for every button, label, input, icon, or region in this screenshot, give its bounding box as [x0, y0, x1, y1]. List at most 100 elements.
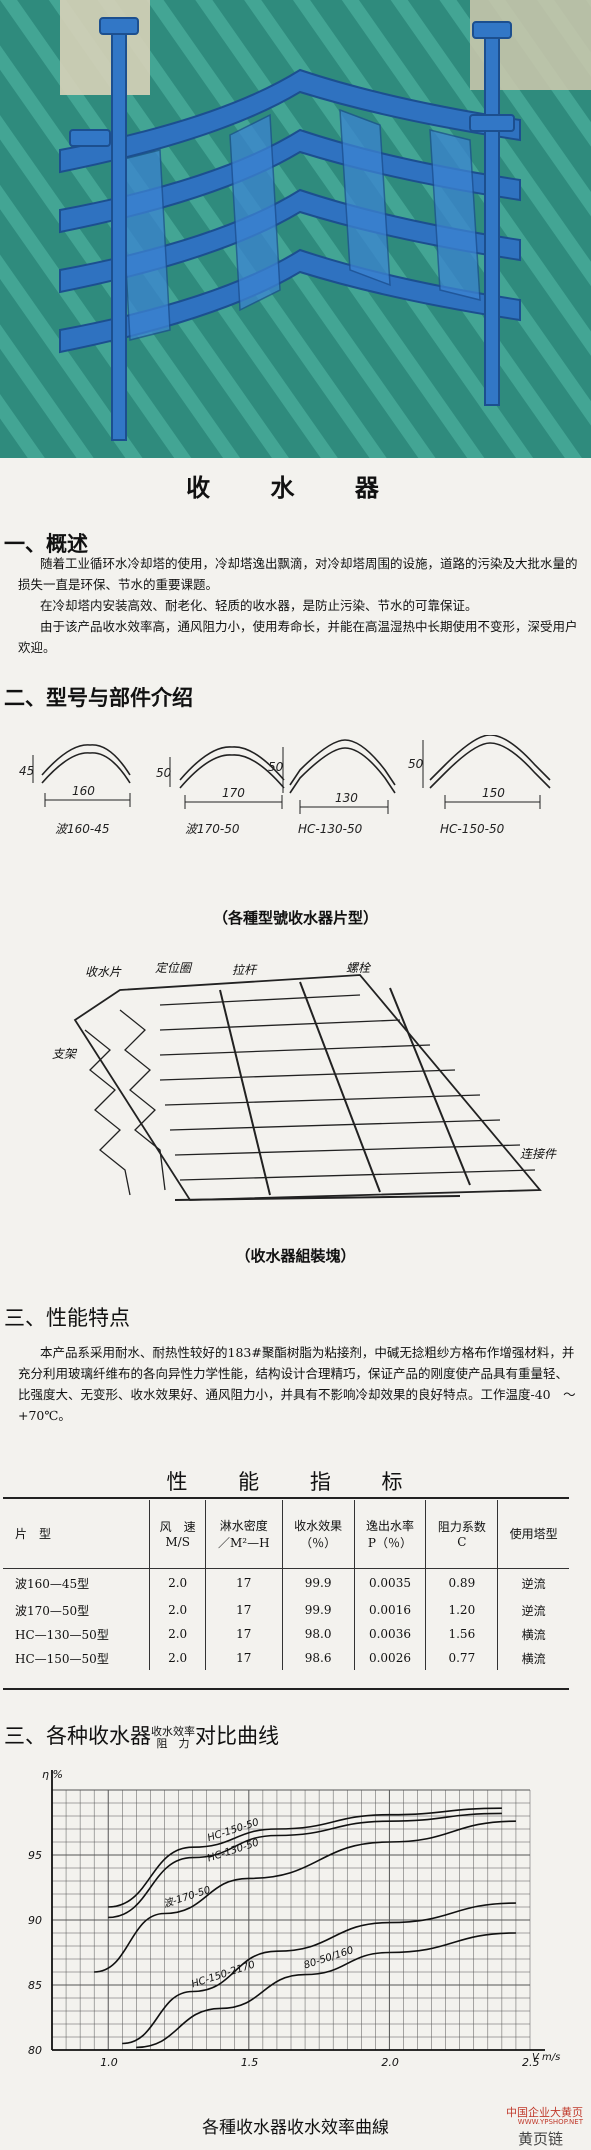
- header-cell: 片 型: [3, 1500, 150, 1569]
- assembly-drawing: 收水片 定位圈 拉杆 螺栓 支架 连接件: [52, 961, 557, 1201]
- y-tick-label: 90: [28, 1914, 42, 1927]
- series-line: [136, 1932, 516, 2049]
- table-cell: 98.6: [281, 1646, 355, 1670]
- table-cell: 逆流: [497, 1568, 569, 1598]
- document-title: 收 水 器: [186, 473, 405, 502]
- table-cell: 0.0035: [353, 1568, 426, 1598]
- x-tick-label: 2.5: [522, 2056, 540, 2069]
- profile-dim-height: 50: [408, 757, 424, 771]
- heading-stack: 收水效率阻 力: [151, 1724, 195, 1750]
- heading-stack-bottom: 阻: [156, 1736, 168, 1750]
- series-line: [122, 1902, 516, 2045]
- table-cell: 波160—45型: [15, 1576, 90, 1591]
- chart-labels: HC-150-50HC-130-50波-170-50HC-150-217080-…: [162, 1817, 355, 1990]
- series-label: 波-170-50: [162, 1884, 212, 1911]
- y-tick-label: 95: [28, 1849, 42, 1862]
- profile-dim-height: 50: [156, 766, 172, 780]
- table-cell: 横流: [497, 1646, 569, 1670]
- table-cell: 2.0: [149, 1646, 206, 1670]
- label-positioner: 定位圈: [155, 961, 193, 975]
- table-row: HC—130—50型 2.0 17 98.0 0.0036 1.56 横流: [3, 1622, 569, 1646]
- table-bottom-rule: [3, 1688, 569, 1690]
- section-heading-models: 二、型号与部件介绍: [4, 685, 193, 710]
- table-cell: 0.0016: [353, 1598, 426, 1622]
- table-row: 波160—45型 2.0 17 99.9 0.0035 0.89 逆流: [3, 1568, 569, 1598]
- table-cell: 17: [204, 1622, 283, 1646]
- x-tick-label: 1.0: [100, 2056, 118, 2069]
- profile-dim-width: 150: [482, 786, 505, 800]
- y-axis-label: η %: [42, 1768, 63, 1781]
- header-cell: 收水效果（％）: [281, 1500, 355, 1569]
- table-cell: 1.20: [425, 1598, 498, 1622]
- x-tick-label: 1.5: [241, 2056, 259, 2069]
- label-connector: 连接件: [520, 1147, 557, 1161]
- table-cell: 0.0026: [353, 1646, 426, 1670]
- table-cell: 波170—50型: [15, 1603, 90, 1618]
- heading-part: 对比曲线: [195, 1724, 279, 1748]
- chart-axes: [51, 1770, 545, 2051]
- table-cell: 2.0: [149, 1598, 206, 1622]
- series-line: [108, 1807, 502, 1908]
- features-text: 本产品系采用耐水、耐热性较好的183#聚酯树脂为粘接剂，中碱无捻粗纱方格布作增强…: [18, 1342, 578, 1426]
- overview-text: 随着工业循环水冷却塔的使用，冷却塔逸出飘滴，对冷却塔周围的设施，道路的污染及大批…: [18, 553, 578, 658]
- profile-label: 波170-50: [185, 822, 240, 836]
- table-cell: HC—150—50型: [15, 1651, 109, 1666]
- profile-label: HC-150-50: [440, 822, 505, 836]
- section-heading-curves: 三、各种收水器收水效率阻 力对比曲线: [4, 1720, 279, 1750]
- label-nut: 螺栓: [346, 961, 372, 975]
- x-tick-label: 2.0: [381, 2056, 399, 2069]
- watermark-brand: 黄页链: [517, 2130, 563, 2148]
- table-cell: 0.0036: [353, 1622, 426, 1646]
- y-tick-label: 85: [28, 1979, 42, 1992]
- product-photo: [0, 0, 591, 458]
- table-cell: 99.9: [281, 1598, 355, 1622]
- table-cell: 17: [204, 1646, 283, 1670]
- section-heading-overview: 一、概述: [4, 531, 88, 556]
- table-cell: 2.0: [149, 1568, 206, 1598]
- table-cell: 2.0: [149, 1622, 206, 1646]
- series-label: HC-150-2170: [190, 1959, 256, 1990]
- heading-stack-mid: 力: [178, 1736, 190, 1750]
- section-heading-features: 三、性能特点: [4, 1306, 130, 1330]
- table-cell: HC—130—50型: [15, 1627, 109, 1642]
- curve-caption: 各種收水器收水效率曲線: [202, 2118, 389, 2138]
- features-paragraph: 本产品系采用耐水、耐热性较好的183#聚酯树脂为粘接剂，中碱无捻粗纱方格布作增强…: [18, 1345, 576, 1423]
- profile-label: 波160-45: [55, 822, 110, 836]
- label-tie-rod: 拉杆: [232, 963, 258, 977]
- overview-paragraph: 随着工业循环水冷却塔的使用，冷却塔逸出飘滴，对冷却塔周围的设施，道路的污染及大批…: [18, 556, 578, 592]
- profile-label: HC-130-50: [298, 822, 363, 836]
- profile-sketches: 160 170 130 150 45 50 50 50 波160-45 波170…: [19, 735, 551, 836]
- label-support: 支架: [52, 1047, 78, 1061]
- profile-dim-width: 160: [72, 784, 95, 798]
- profile-dim-width: 130: [335, 791, 358, 805]
- spec-table-title: 性 能 指 标: [166, 1470, 425, 1494]
- heading-stack-top: 收水效率: [151, 1724, 195, 1738]
- profile-dim-width: 170: [222, 786, 245, 800]
- table-cell: 17: [204, 1598, 283, 1622]
- table-cell: 17: [204, 1568, 283, 1598]
- series-line: [94, 1820, 516, 1973]
- assembly-caption: （收水器組裝塊）: [235, 1247, 356, 1265]
- table-row: 波170—50型 2.0 17 99.9 0.0016 1.20 逆流: [3, 1598, 569, 1622]
- overview-paragraph: 在冷却塔内安装高效、耐老化、轻质的收水器，是防止污染、节水的可靠保证。: [40, 598, 478, 613]
- table-cell: 98.0: [281, 1622, 355, 1646]
- table-cell: 逆流: [497, 1598, 569, 1622]
- profile-dim-height: 45: [19, 764, 34, 778]
- x-axis-label: V m/s: [532, 2052, 560, 2063]
- table-cell: 99.9: [281, 1568, 355, 1598]
- series-line: [108, 1812, 502, 1919]
- header-cell: 淋水密度／M²—H: [204, 1500, 283, 1569]
- drift-eliminator-photo: [0, 0, 591, 458]
- table-cell: 0.77: [425, 1646, 498, 1670]
- profile-dim-height: 50: [268, 760, 284, 774]
- table-top-rule: [3, 1497, 569, 1499]
- watermark-text: 中国企业大黄页: [506, 2106, 583, 2119]
- chart-series: [94, 1807, 516, 2049]
